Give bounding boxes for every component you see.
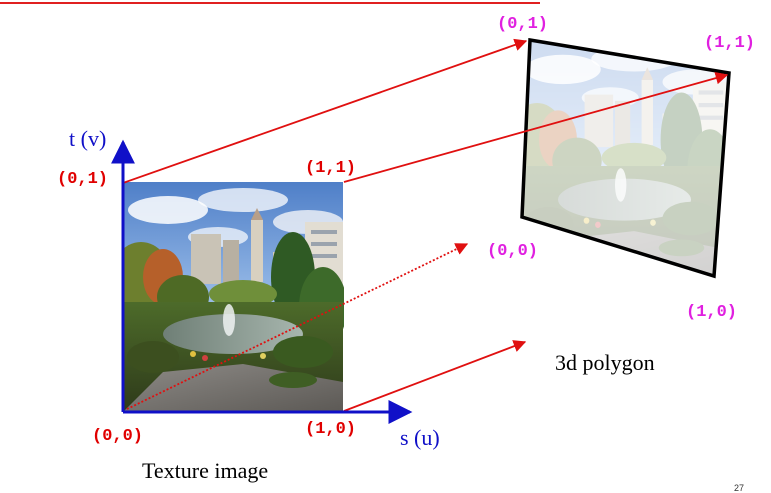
map-arrow-t-end (122, 38, 528, 184)
map-arrow-origin (126, 243, 469, 410)
texture-coord-s-end: (1,0) (305, 420, 356, 439)
texture-image (123, 182, 344, 412)
texture-coord-far-corner: (1,1) (305, 159, 356, 178)
texture-coord-t-end: (0,1) (57, 170, 108, 189)
page-number: 27 (734, 483, 744, 493)
map-arrow-s-end (343, 340, 527, 412)
s-axis-label: s (u) (400, 425, 440, 450)
3d-polygon (520, 37, 731, 279)
polygon-coord-top-left: (0,1) (497, 15, 548, 34)
map-arrow-far-corner (343, 71, 729, 183)
texture-coord-origin: (0,0) (92, 427, 143, 446)
polygon-coord-bottom-left: (0,0) (487, 242, 538, 261)
t-axis-label: t (v) (69, 126, 106, 151)
polygon-coord-top-right: (1,1) (704, 34, 755, 53)
polygon-caption: 3d polygon (555, 350, 655, 375)
texture-caption: Texture image (142, 458, 268, 483)
polygon-coord-bottom-right: (1,0) (686, 303, 737, 322)
